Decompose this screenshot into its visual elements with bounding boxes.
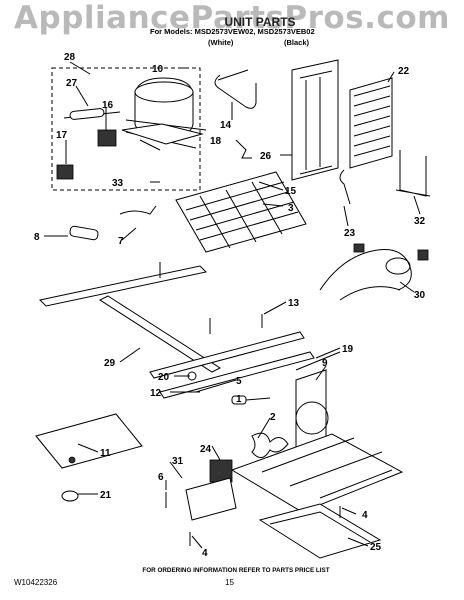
callout-6: 6 [158,472,164,483]
callout-12: 12 [150,388,162,399]
ordering-note: FOR ORDERING INFORMATION REFER TO PARTS … [142,567,330,574]
condenser-cover [291,59,339,181]
fan-shroud [230,369,404,513]
callout-14: 14 [220,120,232,131]
white-label: (White) [208,38,234,47]
dryer-filter [69,225,99,241]
callout-1: 1 [236,394,242,405]
compressor-group-box [51,67,201,191]
callout-5: 5 [236,376,242,387]
compressor [121,77,207,151]
callout-7: 7 [118,236,124,247]
wiring-harness [319,243,429,301]
relay-cover [56,164,74,180]
callout-9: 9 [322,358,328,369]
black-label: (Black) [284,38,310,47]
callout-22: 22 [398,66,410,77]
callout-16: 16 [102,100,114,111]
callout-26: 26 [260,151,272,162]
callout-4-right: 4 [362,510,368,521]
callout-8: 8 [34,232,40,243]
callout-10: 10 [152,64,164,75]
callout-32: 32 [414,216,426,227]
callout-31: 31 [172,456,184,467]
callout-19: 19 [342,344,354,355]
fan-blade [251,432,289,458]
callout-17: 17 [56,130,68,141]
callout-4-bottom: 4 [202,548,208,559]
page-number: 15 [225,578,234,587]
callout-27: 27 [66,78,78,89]
evaporator-coil [175,171,307,253]
document-number: W10422326 [14,578,58,587]
callout-3: 3 [288,203,294,214]
leader-lines [44,61,421,549]
callout-24: 24 [200,444,212,455]
drain-pan-rim [269,511,371,543]
callout-33: 33 [112,178,124,189]
foot-21 [61,490,79,502]
fan-motor [185,459,237,521]
callout-28: 28 [64,52,76,63]
callout-25: 25 [370,542,382,553]
clip [235,139,252,159]
capillary-tube [119,205,157,215]
callout-30: 30 [414,290,426,301]
overload-protector [97,129,117,147]
start-relay-probe [63,108,121,120]
drain-tube [339,169,351,205]
callout-20: 20 [158,372,170,383]
callout-21: 21 [100,490,112,501]
page-title: UNIT PARTS [224,15,296,29]
base-frame [38,262,315,399]
callout-29: 29 [104,358,116,369]
watermark: AppliancePartsPros.com [14,0,450,36]
panel-screw [68,456,76,464]
callout-13: 13 [288,298,300,309]
rod-19 [295,351,341,371]
discharge-tube [395,150,431,197]
condenser-coil [349,77,393,169]
model-numbers: For Models: MSD2573VEW02, MSD2573VEB02 [150,27,315,36]
access-panel [35,413,143,469]
callout-11: 11 [100,448,111,459]
callout-15: 15 [285,186,297,197]
callout-18: 18 [210,136,222,147]
callout-2: 2 [270,412,276,423]
drain-pan [258,503,382,559]
suction-tube [214,69,257,109]
callout-23: 23 [344,228,356,239]
